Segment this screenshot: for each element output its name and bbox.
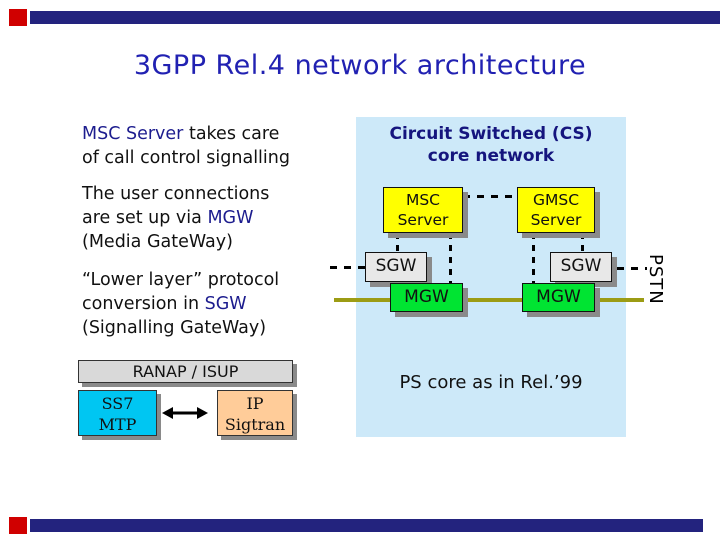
text-segment: are set up via [82, 208, 208, 228]
gmsc-sgw-dashed-link [581, 233, 584, 253]
msc-sgw-dashed-link [396, 233, 399, 253]
paragraph-line: (Signalling GateWay) [82, 318, 267, 338]
sgw-right-external-dashed-link [617, 267, 647, 270]
paragraph-lower-layer: “Lower layer” protocol conversion in SGW… [82, 268, 279, 340]
top-left-red-square [9, 9, 27, 26]
keyword-mgw: MGW [207, 208, 254, 228]
sgw-left-external-dashed-link [330, 266, 365, 269]
paragraph-line: of call control signalling [82, 148, 290, 168]
msc-mgw-dashed-link [449, 233, 452, 283]
cs-core-network-panel: Circuit Switched (CS) core network MSC S… [356, 117, 626, 437]
bottom-left-red-square [9, 517, 27, 534]
keyword-sgw: SGW [204, 294, 247, 314]
panel-title: Circuit Switched (CS) core network [356, 123, 626, 167]
pstn-label: PSTN [645, 254, 666, 305]
box-label: IP [246, 394, 264, 413]
text-segment: conversion in [82, 294, 205, 314]
paragraph-line: conversion in SGW [82, 292, 279, 316]
box-label: MTP [98, 415, 137, 434]
paragraph-user-connections: The user connections are set up via MGW … [82, 182, 269, 254]
paragraph-line: “Lower layer” protocol [82, 270, 280, 290]
mgw-right-box: MGW [522, 283, 595, 312]
paragraph-line: MSC Server takes care [82, 122, 290, 146]
msc-gmsc-dashed-link [463, 195, 517, 198]
box-label: Server [530, 211, 582, 229]
text-segment: takes care [183, 124, 280, 144]
msc-server-box: MSC Server [383, 187, 463, 233]
bidirectional-arrow-icon [162, 403, 208, 423]
box-label: GMSC [532, 191, 580, 209]
box-label: MSC [405, 191, 441, 209]
paragraph-line: (Media GateWay) [82, 232, 233, 252]
ss7-mtp-box: SS7 MTP [78, 390, 157, 436]
sgw-left-box: SGW [365, 252, 427, 282]
gmsc-server-box: GMSC Server [517, 187, 595, 233]
gmsc-mgw-dashed-link [532, 233, 535, 283]
box-label: SS7 [101, 394, 134, 413]
panel-title-line: Circuit Switched (CS) [389, 124, 593, 144]
panel-title-line: core network [427, 146, 555, 166]
trunk-line [334, 298, 644, 302]
ranap-isup-box: RANAP / ISUP [78, 360, 293, 383]
ip-sigtran-box: IP Sigtran [217, 390, 293, 436]
paragraph-line: The user connections [82, 184, 270, 204]
box-label: Sigtran [224, 415, 286, 434]
ps-core-note: PS core as in Rel.’99 [399, 372, 583, 393]
paragraph-line: are set up via MGW [82, 206, 269, 230]
bottom-navy-bar [30, 519, 703, 532]
sgw-right-box: SGW [550, 252, 612, 282]
mgw-left-box: MGW [390, 283, 463, 312]
box-label: Server [397, 211, 449, 229]
keyword-msc-server: MSC Server [82, 124, 184, 144]
paragraph-msc-server: MSC Server takes care of call control si… [82, 122, 290, 170]
top-navy-bar [30, 11, 720, 24]
page-title: 3GPP Rel.4 network architecture [133, 50, 587, 81]
